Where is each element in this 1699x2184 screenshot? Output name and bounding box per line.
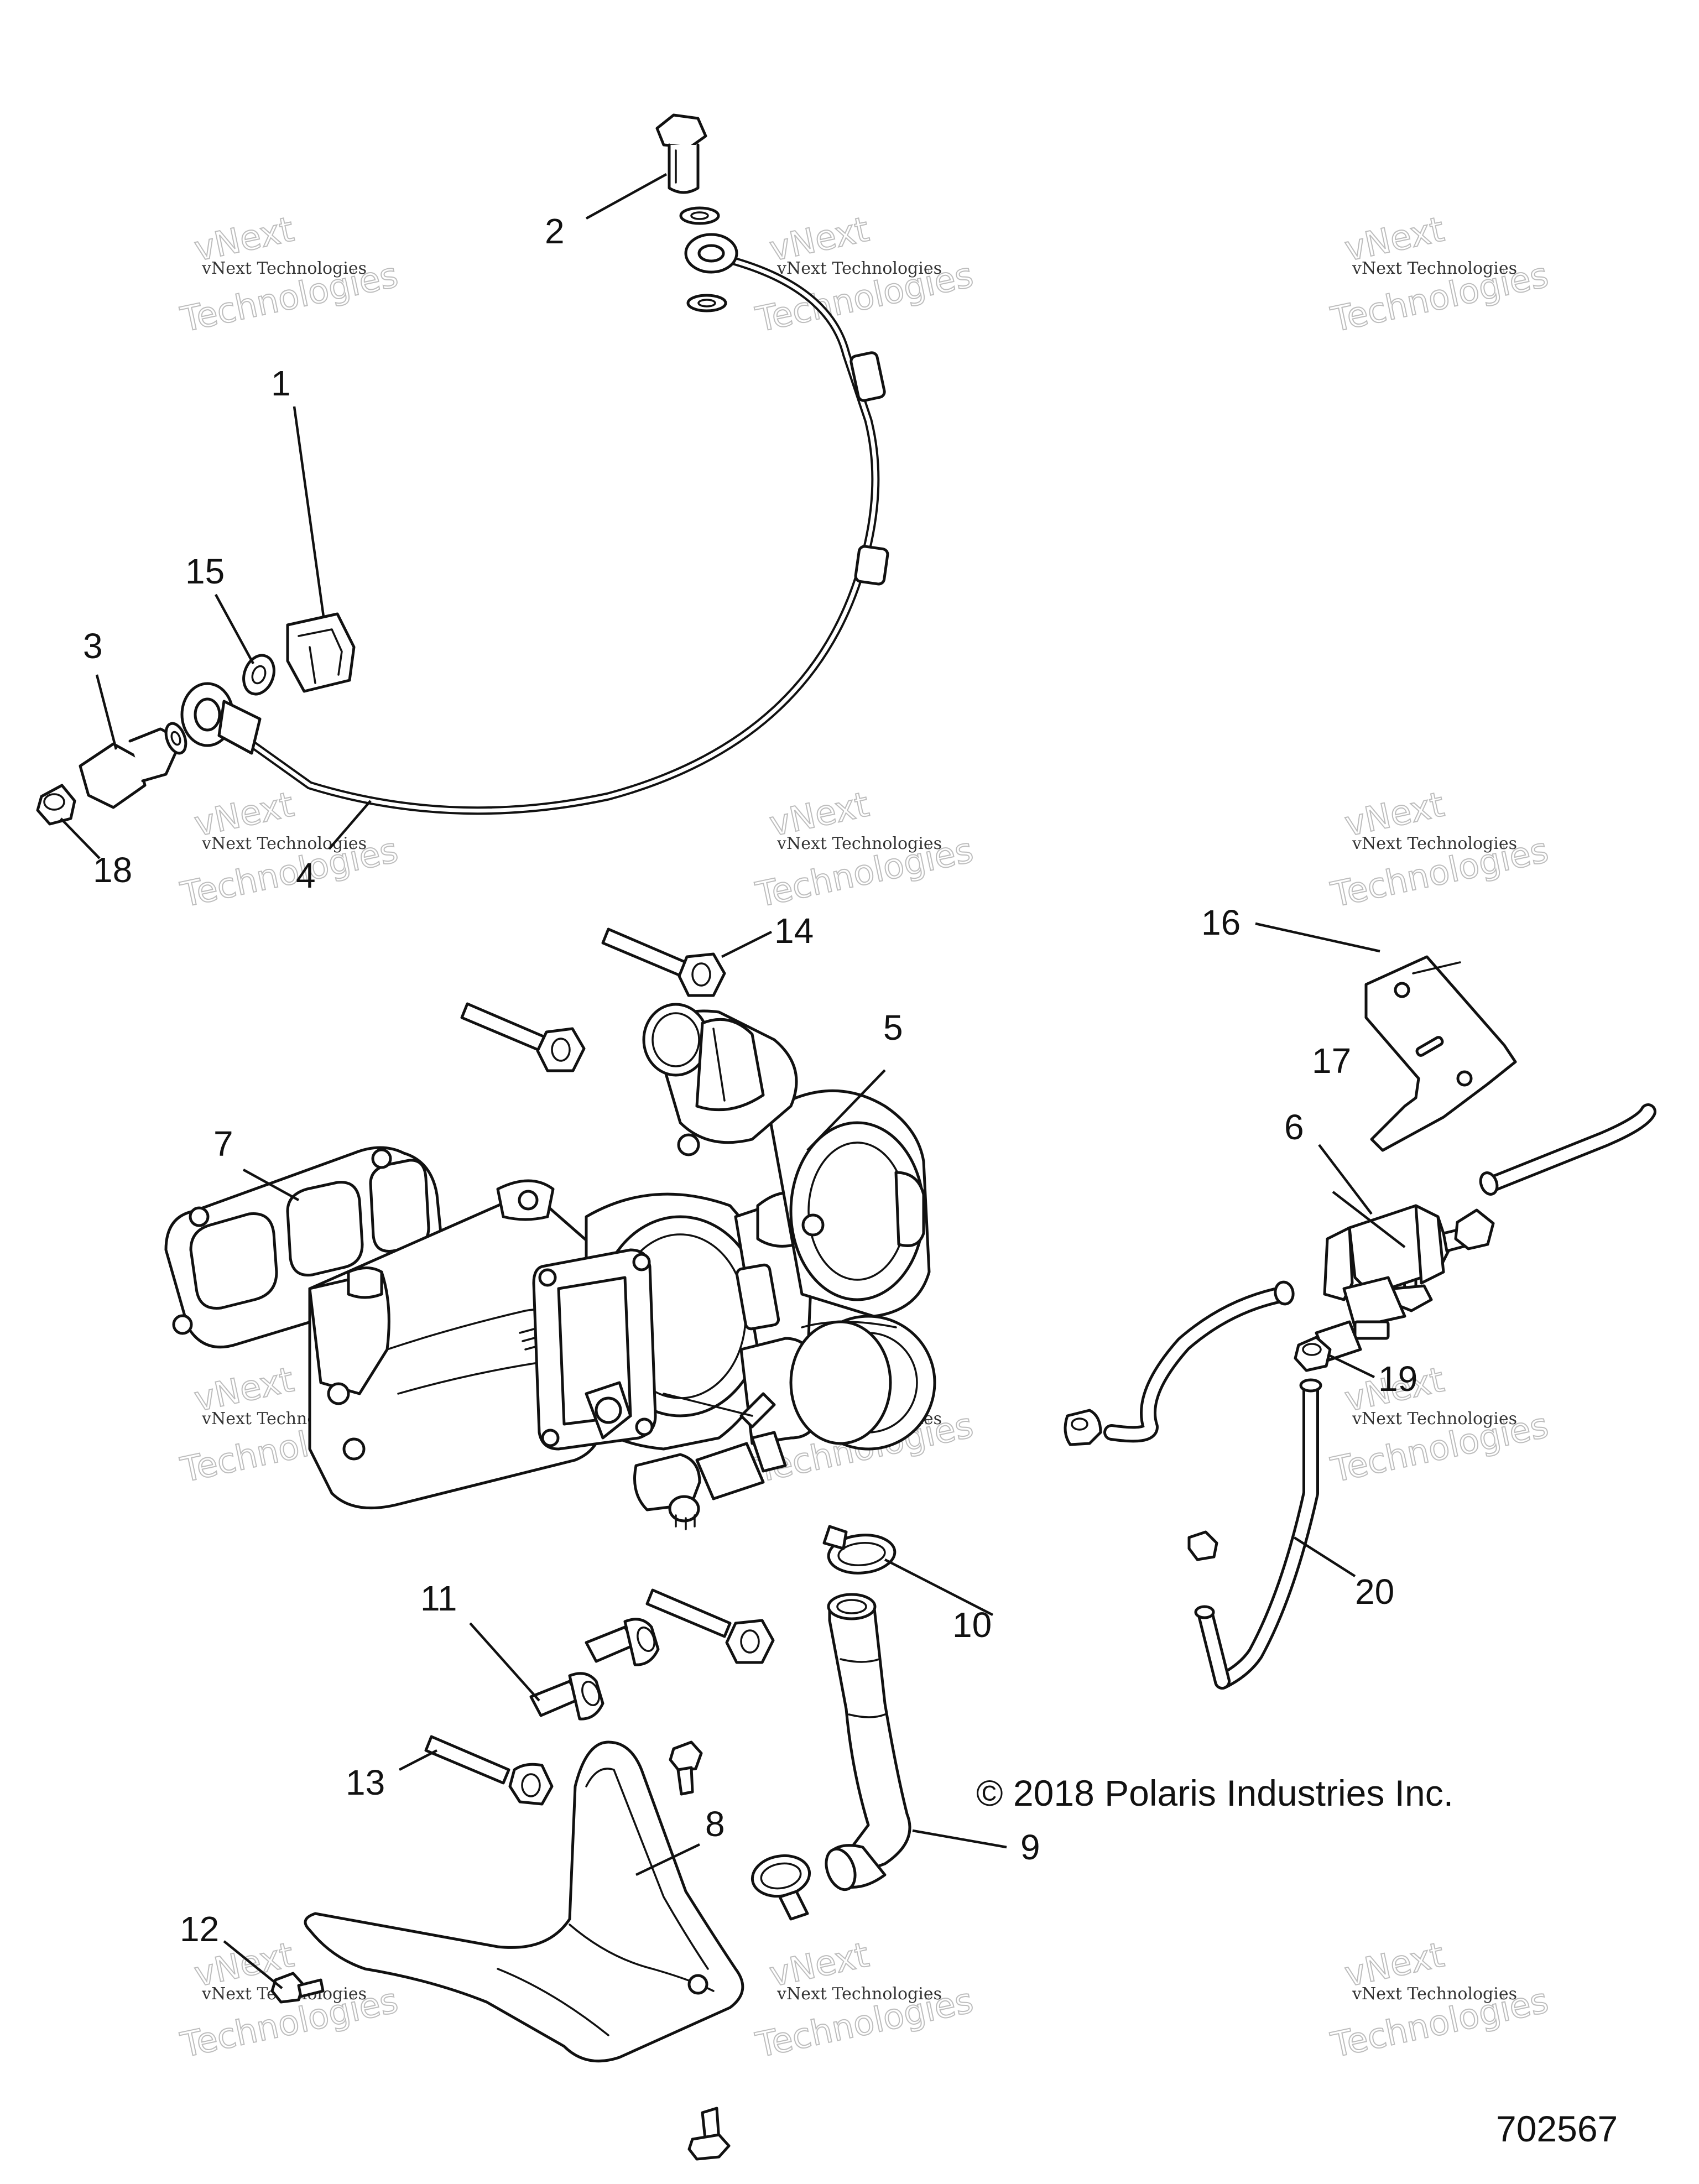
part-18-cap (36, 784, 76, 826)
hose-upper-right (1479, 1103, 1656, 1196)
part-19-cap (1294, 1336, 1332, 1372)
callout-3: 3 (83, 626, 103, 666)
callout-4: 4 (296, 856, 316, 895)
part-9-oil-return-hose (825, 1593, 911, 1891)
leader-12 (223, 1940, 283, 1989)
callout-7: 7 (213, 1124, 233, 1164)
watermark-6: vNext Technologies vNext Technologies (1327, 783, 1552, 915)
svg-text:vNext Technologies: vNext Technologies (776, 1984, 942, 2004)
watermark-1: vNext Technologies vNext Technologies (176, 208, 402, 340)
leader-5 (806, 1069, 886, 1151)
stud-upper-left (460, 1002, 586, 1072)
part-4-oil-feed-line (180, 233, 889, 815)
part-12-screw (270, 1972, 325, 2004)
part-16-bracket (1364, 955, 1517, 1152)
part-11-bolt (529, 1672, 604, 1721)
leader-11 (469, 1622, 540, 1702)
callout-8: 8 (705, 1804, 725, 1844)
callout-5: 5 (883, 1008, 903, 1047)
callout-17: 17 (1312, 1041, 1351, 1081)
callout-14: 14 (774, 911, 814, 951)
document-number: 702567 (1496, 2108, 1618, 2149)
watermark-12: vNext Technologies vNext Technologies (1327, 1933, 1552, 2066)
callout-6: 6 (1284, 1107, 1304, 1147)
callout-16: 16 (1201, 903, 1241, 942)
svg-text:vNext Technologies: vNext Technologies (1352, 1984, 1517, 2004)
screw-heat-shield-top (669, 1740, 703, 1796)
bolt-upper (585, 1618, 660, 1666)
copyright-notice: © 2018 Polaris Industries Inc. (976, 1773, 1453, 1813)
leader-6 (1318, 1144, 1373, 1215)
leader-4 (328, 800, 372, 850)
svg-text:vNext Technologies: vNext Technologies (1352, 1409, 1517, 1429)
callout-labels: 1 2 3 4 5 6 7 8 9 10 11 12 13 14 15 16 1… (83, 211, 1417, 1949)
leader-19 (1328, 1353, 1375, 1379)
part-13-stud (424, 1735, 554, 1806)
callout-10: 10 (952, 1605, 992, 1645)
part-2-banjo-bolt (655, 113, 727, 312)
watermark-3: vNext Technologies vNext Technologies (1327, 208, 1552, 340)
leader-16 (1255, 922, 1380, 953)
leader-15 (215, 593, 254, 665)
part-6-boost-control-solenoid (1315, 1204, 1477, 1362)
watermark-5: vNext Technologies vNext Technologies (752, 783, 977, 915)
callout-9: 9 (1020, 1827, 1040, 1867)
part-1-bushing (286, 612, 356, 693)
leader-7 (242, 1169, 300, 1201)
callout-15: 15 (185, 551, 225, 591)
callout-12: 12 (180, 1909, 219, 1949)
screw-heat-shield-bottom (687, 2107, 731, 2161)
part-15-washer (242, 654, 275, 696)
leader-13 (398, 1749, 438, 1771)
hose-u-shape (1064, 1280, 1295, 1446)
watermark-11: vNext Technologies vNext Technologies (752, 1933, 977, 2066)
leader-14 (721, 930, 773, 958)
callout-11: 11 (420, 1578, 457, 1618)
part-10-hose-clamp (822, 1525, 897, 1575)
leader-20 (1293, 1536, 1356, 1577)
part-3-fitting (79, 722, 187, 809)
callout-13: 13 (346, 1763, 385, 1802)
part-14-stud (601, 927, 726, 997)
hose-clamp-lower (751, 1854, 811, 1921)
leader-lines (60, 173, 1406, 1989)
leader-17 (1332, 1191, 1406, 1248)
svg-text:vNext Technologies: vNext Technologies (201, 259, 367, 278)
part-5-turbocharger (308, 1003, 936, 1530)
callout-19: 19 (1378, 1359, 1417, 1399)
part-20-vacuum-hose (1187, 1378, 1322, 1690)
leader-9 (912, 1829, 1007, 1849)
leader-18 (60, 817, 101, 859)
callout-2: 2 (545, 211, 565, 251)
watermark-9: vNext Technologies vNext Technologies (1327, 1358, 1552, 1490)
svg-text:vNext Technologies: vNext Technologies (1352, 259, 1517, 278)
stud-lower (645, 1588, 775, 1664)
callout-1: 1 (271, 363, 291, 403)
svg-text:vNext Technologies: vNext Technologies (1352, 834, 1517, 853)
cap-near-solenoid (1454, 1208, 1495, 1250)
svg-text:vNext Technologies: vNext Technologies (776, 834, 942, 853)
callout-18: 18 (93, 850, 132, 890)
svg-text:vNext Technologies: vNext Technologies (201, 834, 367, 853)
part-8-heat-shield (304, 1740, 744, 2063)
leader-1 (293, 406, 325, 617)
callout-20: 20 (1355, 1572, 1394, 1612)
svg-text:vNext Technologies: vNext Technologies (776, 259, 942, 278)
leader-10 (884, 1558, 994, 1617)
leader-3 (95, 674, 118, 750)
leader-2 (585, 173, 668, 220)
watermark-2: vNext Technologies vNext Technologies (752, 208, 977, 340)
leader-8 (635, 1843, 700, 1877)
